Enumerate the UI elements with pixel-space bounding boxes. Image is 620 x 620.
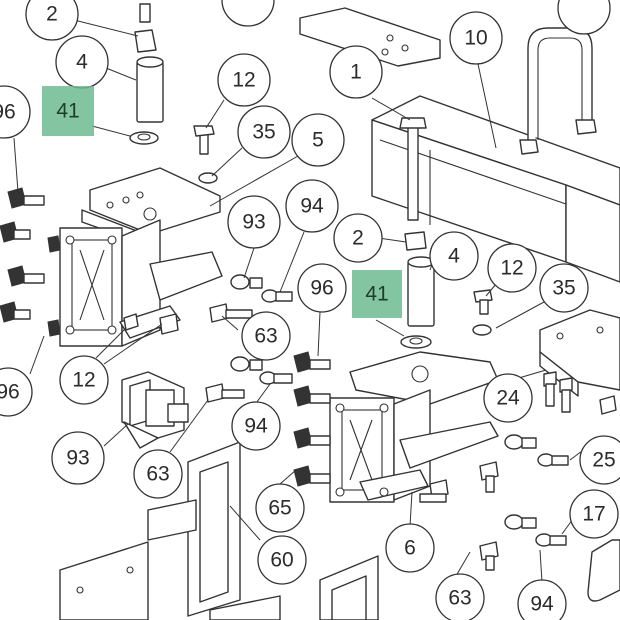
callout-63-upper: 63: [241, 311, 291, 361]
lower-right-bracket: [587, 539, 620, 602]
svg-text:12: 12: [500, 257, 523, 280]
callout-right-partial: [557, 0, 611, 35]
svg-text:6: 6: [404, 537, 416, 560]
callout-96-left-bottom: 96: [0, 367, 33, 417]
left-column-bolts: [0, 187, 61, 337]
svg-text:65: 65: [268, 497, 291, 520]
mounting-plate-60: [147, 441, 241, 617]
svg-text:94: 94: [300, 195, 324, 218]
svg-text:4: 4: [448, 245, 460, 268]
callout-60: 60: [257, 535, 307, 585]
svg-text:94: 94: [244, 415, 268, 438]
svg-text:35: 35: [552, 277, 575, 300]
svg-text:10: 10: [464, 27, 487, 50]
bolt-12-upper: [193, 125, 218, 184]
callout-top-partial: [221, 0, 275, 27]
svg-text:63: 63: [254, 325, 277, 348]
svg-text:5: 5: [312, 129, 324, 152]
lower-left-tube: [209, 595, 281, 620]
left-bushing-stack: [129, 3, 164, 145]
callout-24: 24: [483, 373, 533, 423]
callout-5: 5: [291, 113, 345, 167]
callout-94-bottom: 94: [517, 579, 567, 620]
svg-text:12: 12: [72, 369, 95, 392]
svg-text:2: 2: [46, 3, 58, 26]
callout-2-top: 2: [25, 0, 79, 41]
top-plate: [299, 7, 441, 67]
vertical-bolt: [399, 117, 427, 221]
callout-2-right: 2: [333, 213, 383, 263]
callout-12-left: 12: [59, 355, 109, 405]
right-hinge-bracket: [329, 351, 499, 503]
svg-text:96: 96: [0, 101, 16, 124]
svg-text:93: 93: [66, 447, 89, 470]
callout-4-right: 4: [429, 231, 479, 281]
bolts-93-94: [123, 274, 293, 423]
svg-text:25: 25: [592, 449, 615, 472]
callout-41-right-highlighted[interactable]: 41: [352, 270, 402, 318]
callout-96-left-top: 96: [0, 85, 31, 139]
callout-4-top: 4: [55, 35, 109, 89]
frame-beam: [371, 95, 620, 283]
lower-left-plate: [59, 541, 149, 620]
svg-text:1: 1: [350, 61, 362, 84]
callout-1: 1: [329, 45, 383, 99]
callout-12-top: 12: [217, 53, 271, 107]
callout-35-right: 35: [539, 263, 589, 313]
svg-text:41: 41: [365, 283, 388, 306]
right-bushing-stack: [400, 231, 435, 349]
lower-center-plate: [319, 555, 379, 620]
svg-text:17: 17: [582, 503, 605, 526]
callout-25: 25: [579, 435, 620, 485]
bolts-63-94-lower: [479, 514, 567, 571]
svg-text:63: 63: [146, 463, 169, 486]
svg-text:96: 96: [310, 277, 333, 300]
callout-6: 6: [385, 523, 435, 573]
callout-65: 65: [255, 483, 305, 533]
svg-text:24: 24: [496, 387, 520, 410]
left-hinge-bracket: [59, 167, 223, 347]
bolts-24-25: [419, 371, 617, 503]
callout-94-upper: 94: [285, 179, 339, 233]
callout-93-lower: 93: [51, 431, 105, 485]
svg-text:63: 63: [448, 587, 471, 610]
svg-text:94: 94: [530, 593, 554, 616]
callout-12-right: 12: [487, 243, 537, 293]
callout-17: 17: [569, 489, 619, 539]
leader-lines: [13, 19, 587, 583]
svg-text:60: 60: [270, 549, 293, 572]
svg-text:2: 2: [352, 227, 364, 250]
callout-35-top: 35: [237, 105, 291, 159]
svg-text:93: 93: [242, 211, 265, 234]
callout-93-upper: 93: [227, 195, 281, 249]
bolt-12-right: [472, 289, 493, 336]
callout-10: 10: [449, 11, 503, 65]
svg-text:12: 12: [232, 69, 255, 92]
svg-text:35: 35: [252, 121, 275, 144]
callout-63-lower: 63: [133, 449, 183, 499]
callout-94-lower: 94: [231, 401, 281, 451]
callout-63-bottom: 63: [435, 573, 485, 620]
callout-41-top-highlighted[interactable]: 41: [42, 86, 94, 136]
bolts-96-right: [293, 351, 331, 487]
callout-96-center: 96: [297, 263, 347, 313]
svg-text:4: 4: [76, 51, 88, 74]
svg-text:41: 41: [56, 100, 79, 123]
u-bolt: [519, 27, 597, 155]
svg-text:96: 96: [0, 381, 20, 404]
